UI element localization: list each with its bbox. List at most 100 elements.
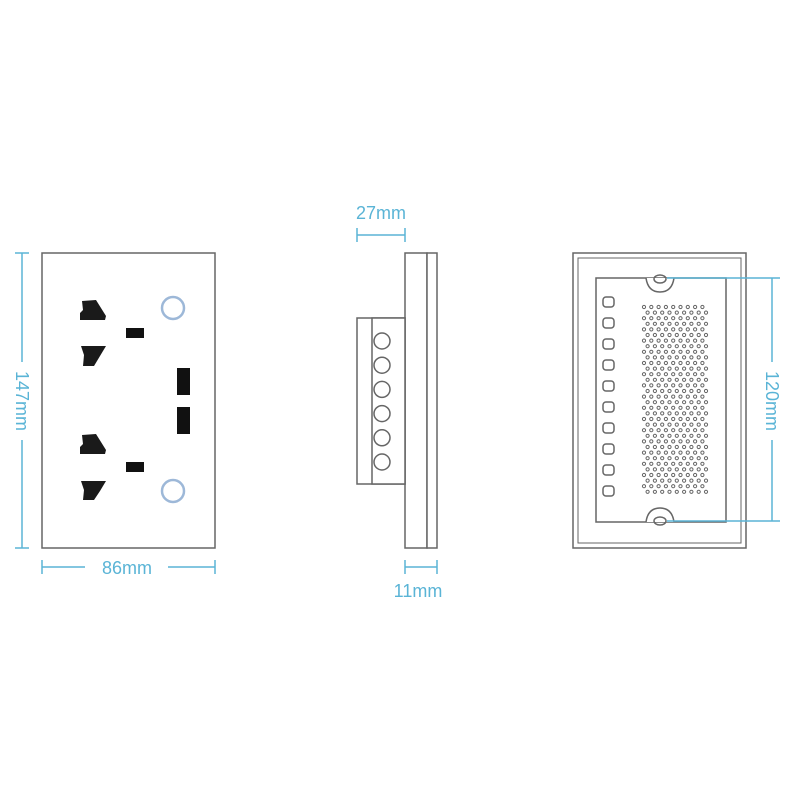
outlet-2-live-slot	[80, 434, 106, 454]
grille-hole	[689, 478, 694, 483]
grille-hole	[641, 416, 647, 422]
grille-hole	[700, 349, 705, 354]
grille-hole	[682, 400, 687, 405]
grille-hole	[649, 372, 654, 377]
grille-hole	[703, 321, 709, 326]
vent-slot	[602, 422, 615, 434]
usb-port-1	[177, 368, 190, 395]
grille-hole	[663, 349, 669, 354]
grille-hole	[649, 484, 654, 489]
grille-hole	[645, 478, 650, 483]
grille-hole	[678, 349, 683, 354]
grille-hole	[667, 411, 672, 416]
grille-hole	[656, 360, 661, 366]
grille-hole	[700, 316, 705, 321]
grille-hole	[674, 444, 679, 450]
grille-hole	[678, 439, 683, 444]
plate-dimension	[404, 560, 438, 574]
grille-hole	[660, 489, 665, 494]
grille-hole	[703, 456, 709, 461]
indicator-ring-bottom	[160, 478, 186, 504]
grille-hole	[703, 388, 709, 394]
grille-hole	[671, 304, 676, 310]
grille-hole	[685, 372, 690, 377]
grille-hole	[652, 355, 658, 360]
grille-hole	[649, 394, 654, 399]
grille-hole	[696, 377, 701, 382]
grille-hole	[689, 467, 694, 472]
grille-hole	[693, 316, 698, 321]
grille-hole	[693, 383, 698, 388]
grille-hole	[652, 377, 658, 382]
grille-hole	[649, 349, 654, 354]
grille-hole	[678, 383, 683, 388]
grille-hole	[656, 372, 661, 377]
grille-hole	[693, 439, 698, 444]
grille-hole	[682, 321, 687, 326]
grille-hole	[663, 461, 669, 466]
vent-slot	[602, 443, 615, 455]
grille-hole	[671, 327, 676, 332]
grille-hole	[660, 456, 665, 461]
grille-hole	[696, 433, 701, 438]
grille-hole	[678, 394, 683, 399]
grille-hole	[682, 478, 687, 483]
grille-hole	[660, 344, 665, 349]
grille-hole	[685, 450, 690, 455]
grille-hole	[689, 489, 694, 494]
grille-hole	[671, 349, 676, 354]
vent-slot	[602, 317, 615, 329]
grille-hole	[663, 383, 669, 388]
grille-hole	[671, 484, 676, 489]
grille-hole	[682, 489, 687, 494]
grille-hole	[700, 338, 705, 343]
grille-hole	[660, 377, 665, 382]
grille-hole	[693, 360, 698, 366]
outlet-2-neutral-slot	[81, 481, 106, 500]
grille-hole	[674, 377, 679, 382]
width-label: 86mm	[102, 558, 152, 578]
grille-hole	[645, 411, 650, 416]
grille-hole	[703, 433, 709, 438]
grille-hole	[645, 366, 650, 371]
grille-hole	[663, 327, 669, 332]
grille-hole	[656, 316, 661, 321]
grille-hole	[682, 366, 687, 371]
grille-hole	[678, 338, 683, 343]
grille-hole	[667, 456, 672, 461]
grille-hole	[660, 478, 665, 483]
screw-hole-bottom	[653, 516, 667, 526]
grille-hole	[674, 456, 679, 461]
grille-hole	[703, 366, 709, 371]
grille-hole	[689, 456, 694, 461]
grille-hole	[685, 416, 690, 422]
usb-port-2	[177, 407, 190, 434]
grille-hole	[693, 484, 698, 489]
grille-hole	[674, 433, 679, 438]
grille-hole	[703, 489, 709, 494]
grille-hole	[678, 428, 683, 433]
grille-hole	[678, 316, 683, 321]
grille-hole	[663, 394, 669, 399]
grille-hole	[703, 355, 709, 360]
grille-hole	[689, 433, 694, 438]
grille-hole	[689, 321, 694, 326]
grille-hole	[682, 444, 687, 450]
grille-hole	[682, 422, 687, 427]
grille-hole	[641, 304, 647, 310]
grille-hole	[652, 489, 658, 494]
grille-hole	[682, 377, 687, 382]
grille-hole	[700, 360, 705, 366]
grille-hole	[678, 416, 683, 422]
grille-hole	[667, 377, 672, 382]
grille-hole	[685, 316, 690, 321]
outlet-1-live-slot	[80, 300, 106, 320]
grille-hole	[649, 383, 654, 388]
grille-hole	[671, 394, 676, 399]
grille-hole	[645, 344, 650, 349]
grille-hole	[656, 416, 661, 422]
terminal-screw	[373, 356, 391, 374]
grille-hole	[671, 316, 676, 321]
grille-hole	[652, 444, 658, 450]
grille-hole	[645, 332, 650, 338]
